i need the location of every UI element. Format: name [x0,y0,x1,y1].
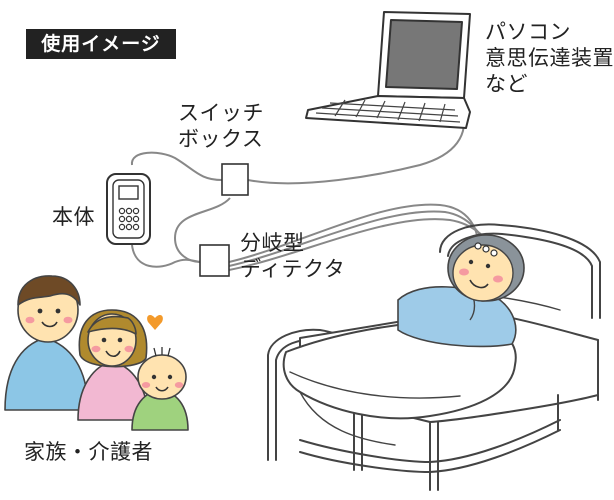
cable-detector-to-patient-1 [228,203,479,263]
detector-label-line1: 分岐型 [240,231,305,255]
cable-unit-to-detector [131,244,201,268]
pc-label-line3: など [485,72,528,96]
cable-unit-to-switch [131,151,223,181]
detector-label-line2: ディテクタ [240,257,346,281]
laptop-icon [305,11,471,129]
switch-box-label-line1: スイッチ [178,101,264,125]
cable-switch-to-detector [173,197,231,263]
patient [397,234,525,348]
cables [131,107,495,271]
family [4,275,189,431]
pc-label-line1: パソコン [485,20,571,44]
branch-detector [199,244,230,277]
switch-box [221,163,249,196]
family-caregiver-label: 家族・介護者 [24,440,153,464]
usage-image-tag: 使用イメージ [26,29,176,59]
heart-icon [147,315,163,330]
main-unit-device [106,173,151,245]
pc-label-line2: 意思伝達装置 [485,46,614,70]
switch-box-label-line2: ボックス [178,127,264,151]
main-unit-label: 本体 [52,205,95,229]
cable-switch-to-pc [247,107,466,185]
